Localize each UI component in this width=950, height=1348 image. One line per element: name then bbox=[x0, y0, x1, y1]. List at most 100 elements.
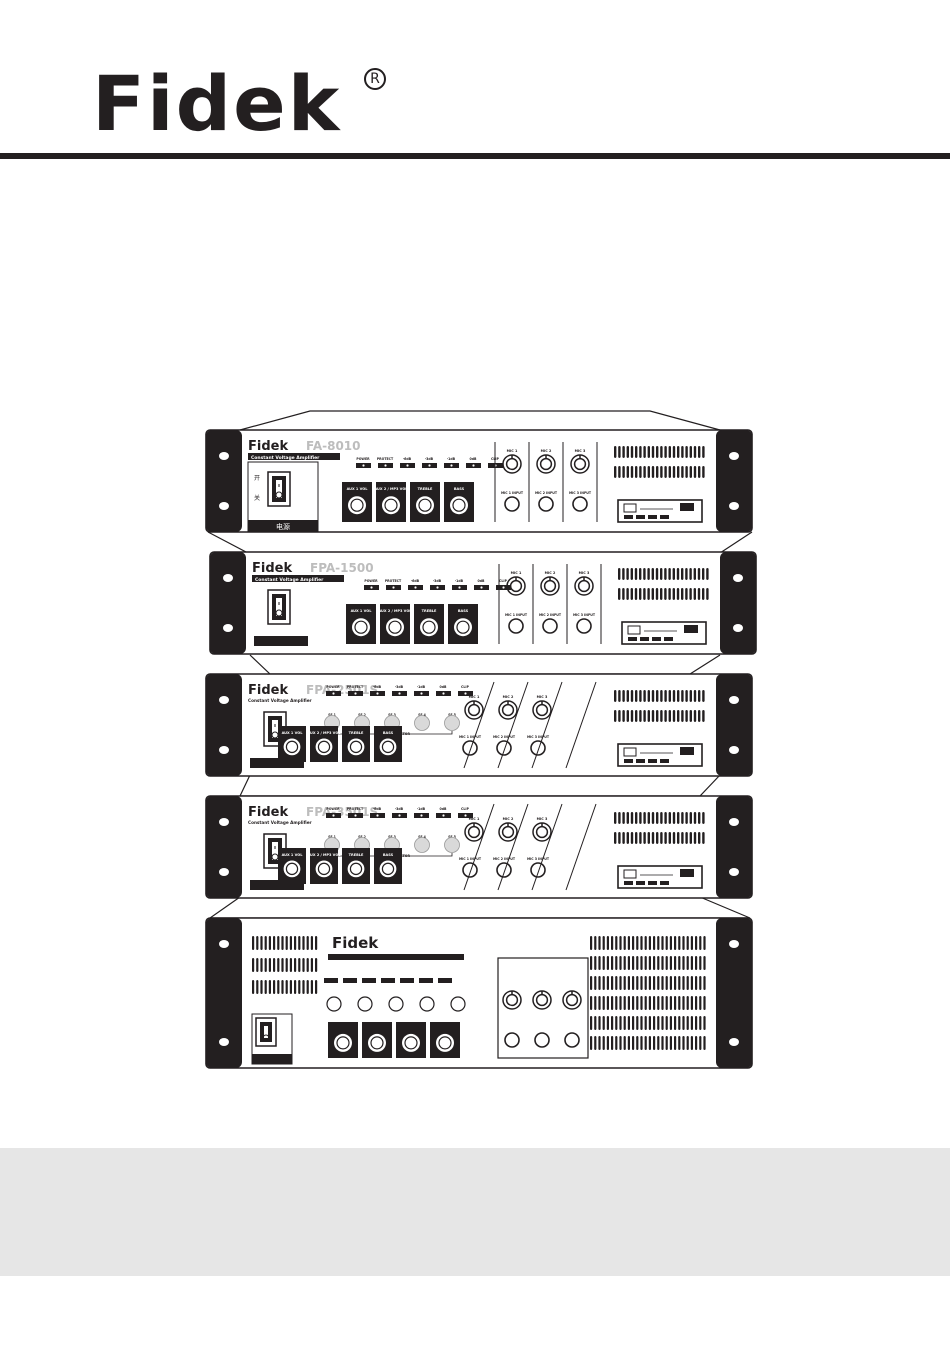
vent-slot bbox=[640, 1036, 643, 1050]
vent-slot bbox=[653, 1016, 656, 1030]
indicator-label-6: 0dB bbox=[440, 685, 447, 689]
vent-slot bbox=[695, 976, 698, 990]
mic-input-jack-3 bbox=[530, 740, 546, 756]
rack-hole-left-bottom bbox=[223, 624, 233, 632]
vent-slot bbox=[647, 446, 650, 458]
usb-port-icon bbox=[680, 503, 694, 511]
vent-slot bbox=[260, 958, 263, 972]
switch-off-label: 关 bbox=[254, 494, 260, 502]
mp3-player-module bbox=[617, 499, 703, 523]
vent-slot bbox=[630, 466, 634, 478]
vent-slot bbox=[256, 958, 259, 972]
unit-subtitle: Constant Voltage Amplifier bbox=[248, 820, 313, 825]
vent-slot bbox=[698, 466, 701, 478]
unit-subtitle: Constant Voltage Amplifier bbox=[248, 698, 313, 703]
vent-slot bbox=[690, 976, 693, 990]
power-switch-frame bbox=[267, 589, 291, 625]
vent-slot bbox=[614, 832, 617, 844]
vent-slot bbox=[281, 936, 284, 950]
vent-slot bbox=[294, 936, 297, 950]
vent-slot bbox=[690, 1016, 693, 1030]
indicator-label-4: -3dB bbox=[433, 579, 442, 583]
vent-slot bbox=[252, 980, 255, 994]
vent-slot bbox=[672, 446, 676, 458]
knob-label-2: AUX 2 / MP3 VOL bbox=[307, 853, 341, 857]
zone-label-5: SE 5 bbox=[448, 713, 456, 717]
mic-input-label-1: MIC 1 INPUT bbox=[505, 613, 528, 617]
indicator-label-4: -3dB bbox=[395, 807, 404, 811]
vent-slot bbox=[672, 568, 675, 580]
knob-cap-2 bbox=[317, 862, 331, 876]
vent-slot bbox=[661, 1036, 664, 1050]
mic-input-label-2: MIC 2 INPUT bbox=[539, 613, 562, 617]
vent-slot bbox=[260, 980, 263, 994]
mic-input-jack-1 bbox=[504, 496, 520, 512]
vent-slot bbox=[264, 980, 267, 994]
vent-slot bbox=[644, 976, 647, 990]
vent-slot bbox=[677, 446, 680, 458]
zone-button-2 bbox=[357, 996, 373, 1012]
vent-slot bbox=[623, 996, 626, 1010]
vent-slot bbox=[668, 588, 671, 600]
vent-slot bbox=[627, 956, 630, 970]
vent-slot bbox=[669, 976, 672, 990]
vent-slot bbox=[268, 936, 271, 950]
mp3-frame bbox=[617, 865, 703, 889]
indicator-label-2: PROTECT bbox=[385, 579, 402, 583]
mp3-player-module bbox=[617, 865, 703, 889]
mp3-frame bbox=[617, 499, 703, 523]
mic-divider-1 bbox=[463, 803, 495, 891]
vent-slot bbox=[615, 976, 618, 990]
usb-port-icon bbox=[684, 625, 698, 633]
vent-slot bbox=[656, 466, 659, 478]
rack-hole-right-bottom bbox=[733, 624, 743, 632]
vent-slot bbox=[598, 976, 601, 990]
vent-slot bbox=[622, 466, 625, 478]
rack-hole-right-bottom bbox=[729, 502, 739, 510]
mic-label-2: MIC 2 bbox=[503, 817, 514, 821]
mic-input-label-3: MIC 3 INPUT bbox=[527, 735, 550, 739]
indicator-label-1: POWER bbox=[356, 457, 370, 461]
knob-cap-2 bbox=[388, 620, 402, 634]
indicator-label-1: POWER bbox=[364, 579, 378, 583]
vent-slot bbox=[611, 1036, 614, 1050]
mic-input-label-2: MIC 2 INPUT bbox=[493, 735, 516, 739]
knob-label-1: AUX 1 VOL bbox=[351, 609, 373, 613]
mic-input-jack-2 bbox=[542, 618, 558, 634]
vent-slot bbox=[664, 832, 667, 844]
vent-slot bbox=[632, 1016, 635, 1030]
vent-slot bbox=[626, 812, 629, 824]
vent-slot bbox=[630, 710, 634, 722]
knob-cap-4 bbox=[452, 498, 466, 512]
vent-slot bbox=[703, 936, 706, 950]
rack-hole-right-bottom bbox=[729, 1038, 739, 1046]
indicator-led-dot-1 bbox=[332, 692, 335, 695]
power-switch-rocker bbox=[272, 720, 278, 738]
rack-hole-right-bottom bbox=[729, 868, 739, 876]
rack-hole-right-top bbox=[729, 940, 739, 948]
vent-slot bbox=[690, 936, 693, 950]
mp3-button bbox=[624, 881, 633, 885]
vent-slot bbox=[623, 1036, 626, 1050]
vent-slot bbox=[685, 710, 688, 722]
vent-slot bbox=[678, 996, 681, 1010]
vent-slot bbox=[706, 588, 709, 600]
indicator-label-4: -3dB bbox=[395, 685, 404, 689]
indicator-led-2 bbox=[343, 978, 357, 983]
rack-hole-right-top bbox=[729, 696, 739, 704]
unit-model: FPA-2501S bbox=[306, 683, 378, 697]
vent-slot bbox=[651, 466, 655, 478]
vent-slot bbox=[615, 996, 618, 1010]
vent-slot bbox=[686, 936, 689, 950]
vent-slot bbox=[643, 690, 646, 702]
mp3-display bbox=[627, 625, 641, 635]
vent-slot bbox=[647, 568, 650, 580]
vent-slot bbox=[689, 690, 692, 702]
vent-slot bbox=[681, 568, 684, 580]
vent-slot bbox=[674, 1016, 677, 1030]
zone-label-2: SE 2 bbox=[358, 713, 366, 717]
unit-logo: Fidek bbox=[248, 683, 288, 698]
mp3-display bbox=[623, 503, 637, 513]
vent-slot bbox=[626, 446, 629, 458]
vent-slot bbox=[639, 812, 642, 824]
